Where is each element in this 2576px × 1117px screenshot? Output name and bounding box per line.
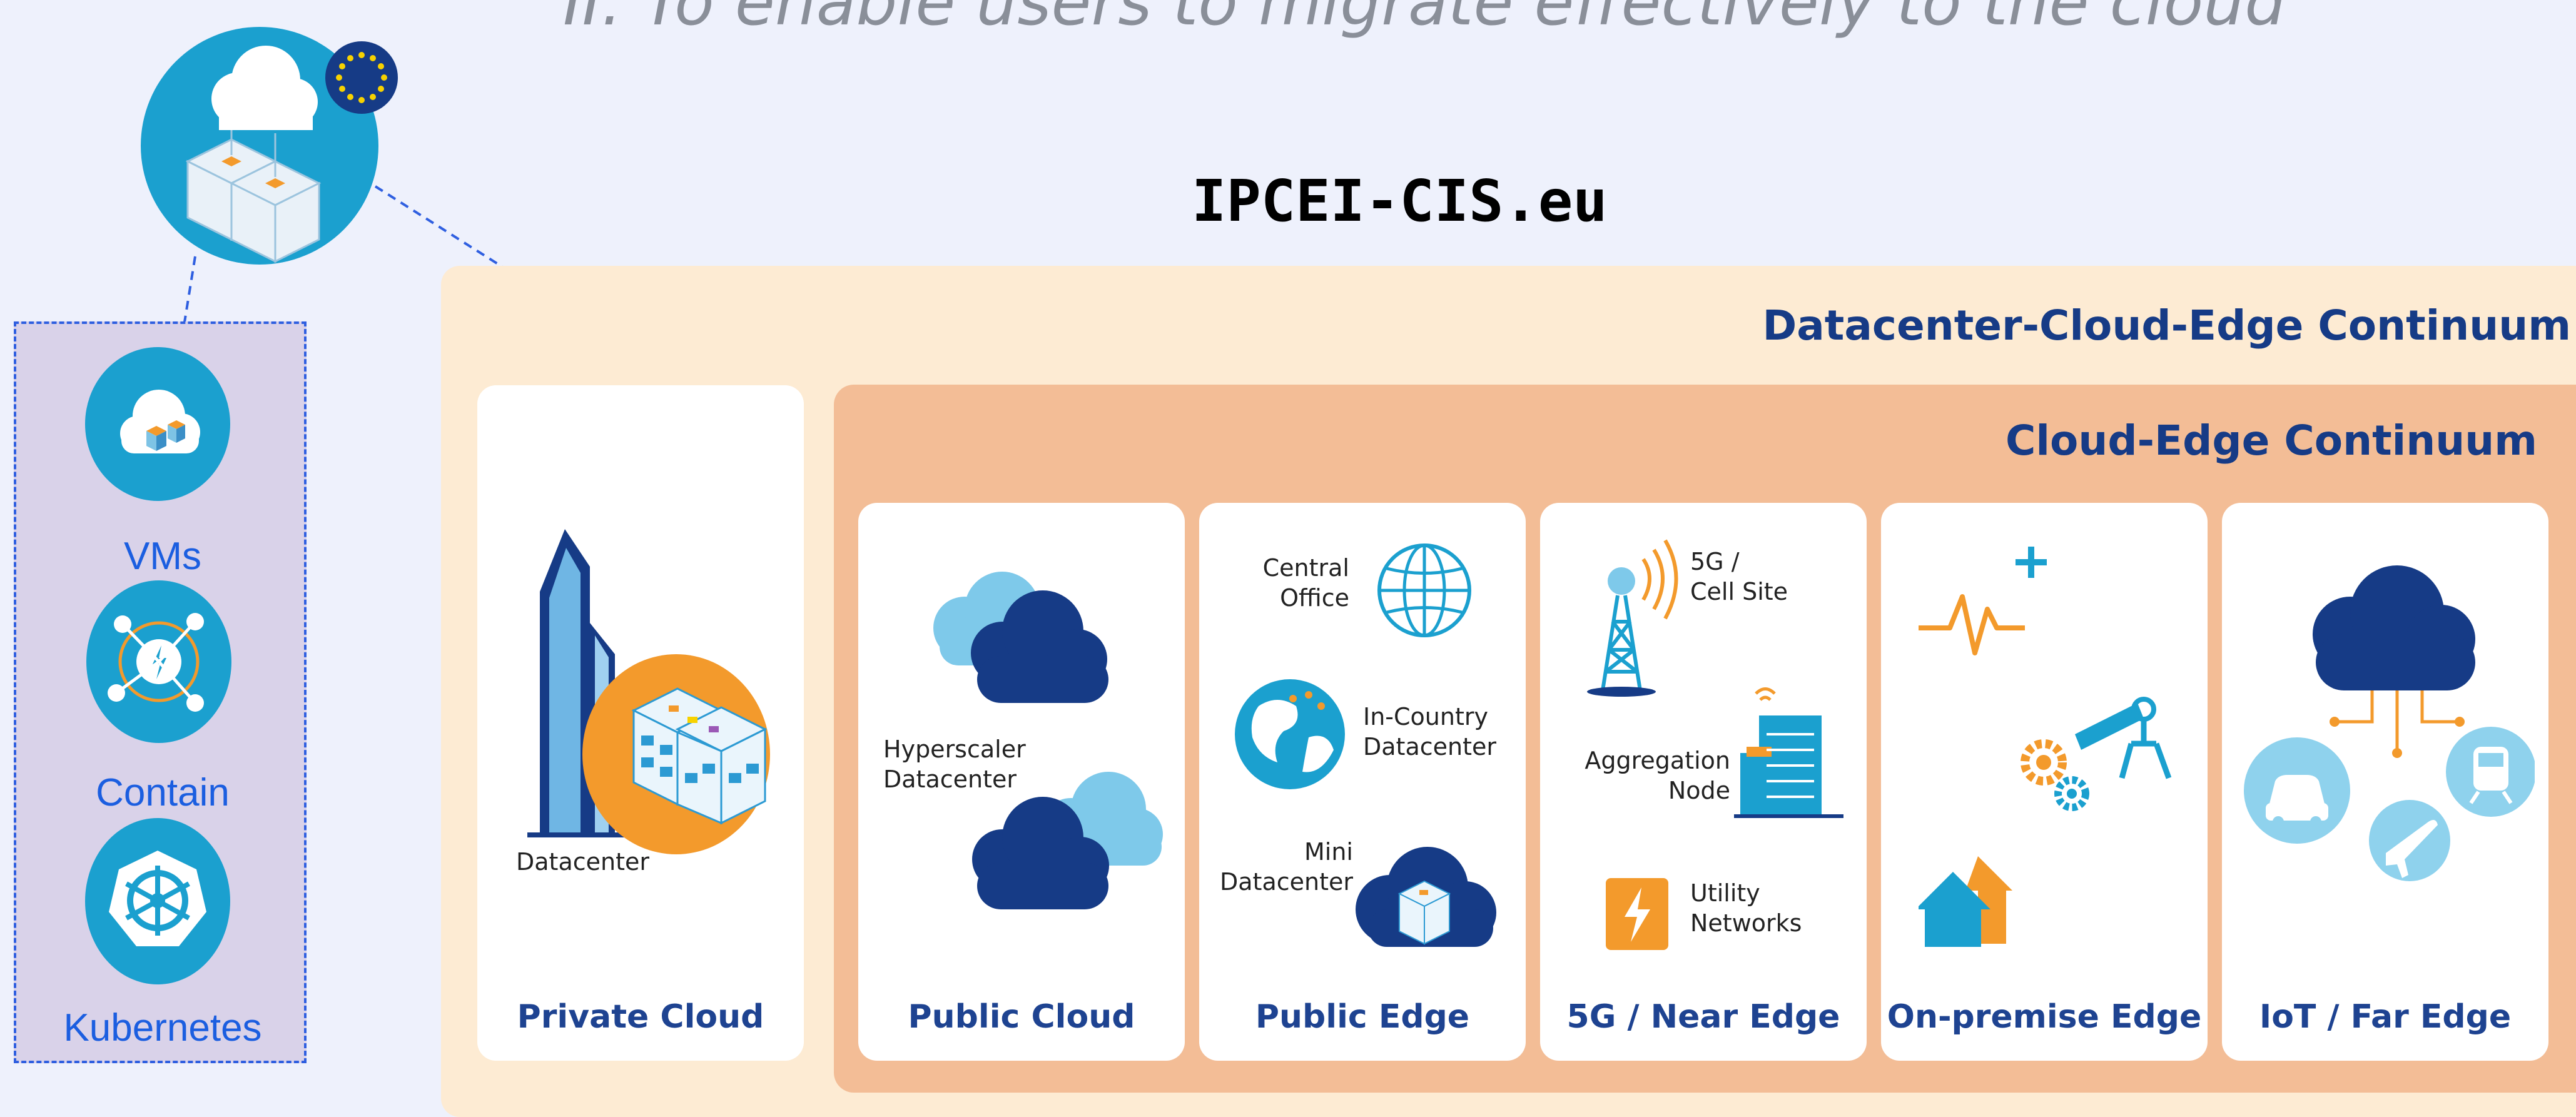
card-iot-far-edge: IoT / Far Edge bbox=[2222, 503, 2548, 1061]
globe-grid-icon bbox=[1377, 543, 1471, 637]
cell-tower-icon bbox=[1587, 539, 1678, 697]
container-network-icon bbox=[86, 580, 231, 743]
card-label-iot-far-edge: IoT / Far Edge bbox=[2259, 998, 2512, 1036]
card-label-public-edge: Public Edge bbox=[1255, 998, 1470, 1036]
caption-cell-site: 5G /Cell Site bbox=[1690, 548, 1788, 605]
card-private-cloud: Datacenter Private Cloud bbox=[477, 385, 804, 1061]
robot-arm-gears-icon bbox=[2021, 697, 2172, 811]
inner-continuum-title: Cloud-Edge Continuum bbox=[2005, 417, 2537, 465]
aggregation-building-icon bbox=[1734, 687, 1843, 818]
caption-datacenter: Datacenter bbox=[516, 848, 649, 876]
kubernetes-icon bbox=[85, 818, 230, 984]
tech-label-containers: Contain bbox=[96, 771, 230, 814]
ipcei-logo-icon bbox=[141, 27, 398, 265]
card-label-private-cloud: Private Cloud bbox=[517, 998, 764, 1036]
technologies-panel: VMs Contain Kubernetes bbox=[14, 321, 307, 1063]
outer-continuum-title: Datacenter-Cloud-Edge Continuum bbox=[1762, 301, 2571, 350]
public-cloud-icon bbox=[933, 572, 1163, 909]
tech-label-kubernetes: Kubernetes bbox=[63, 1006, 262, 1049]
health-pulse-icon bbox=[1919, 547, 2047, 655]
mini-datacenter-icon bbox=[1356, 847, 1496, 947]
cloud-boxes-icon bbox=[85, 347, 230, 501]
tech-label-vms: VMs bbox=[124, 535, 201, 578]
card-on-premise-edge: On-premise Edge bbox=[1881, 503, 2208, 1061]
earth-icon bbox=[1235, 679, 1345, 789]
iot-devices-icon bbox=[2244, 565, 2535, 881]
houses-icon bbox=[1919, 856, 2012, 947]
card-label-public-cloud: Public Cloud bbox=[908, 998, 1135, 1036]
card-label-on-premise-edge: On-premise Edge bbox=[1887, 998, 2202, 1036]
utility-bolt-icon bbox=[1606, 878, 1668, 950]
site-title: IPCEI-CIS.eu bbox=[1192, 168, 1608, 235]
headline: II. To enable users to migrate effective… bbox=[563, 0, 2286, 40]
datacenter-building-icon bbox=[527, 529, 770, 854]
card-label-5g-near-edge: 5G / Near Edge bbox=[1566, 998, 1840, 1036]
